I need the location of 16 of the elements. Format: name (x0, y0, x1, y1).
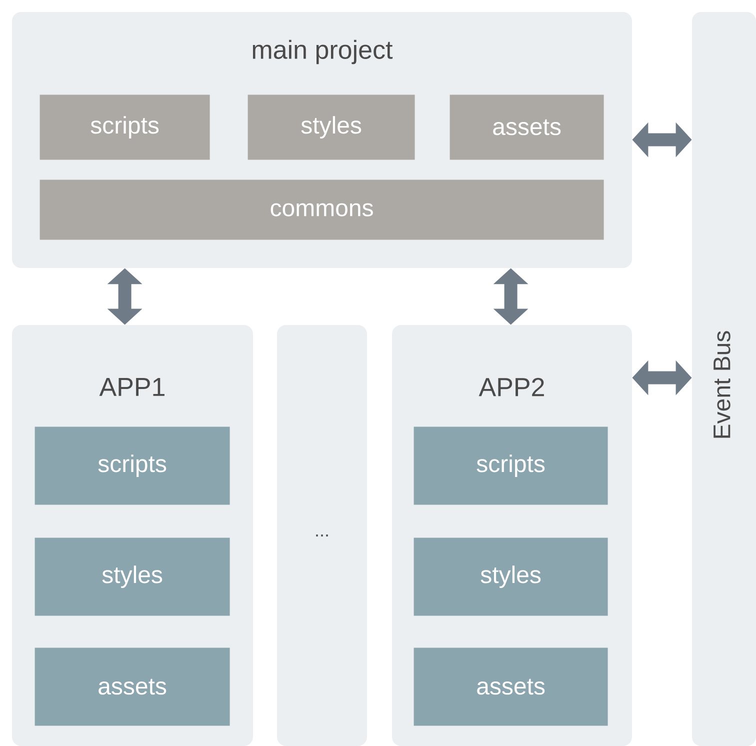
label-box: scripts (414, 426, 608, 505)
label-box: scripts (40, 94, 210, 160)
label-box: commons (40, 180, 604, 240)
label-box: assets (450, 94, 604, 160)
panel: ... (277, 324, 367, 746)
panel-title: main project (252, 40, 393, 64)
panel-title: APP1 (99, 378, 164, 396)
label-box: assets (34, 648, 230, 726)
bus-panel (692, 12, 756, 746)
label-box: assets (414, 648, 608, 726)
panel-title: APP2 (478, 378, 544, 396)
label-box: styles (248, 94, 415, 160)
label-box: styles (414, 538, 608, 616)
label-box: styles (34, 538, 230, 616)
bus-label: Event Bus (714, 331, 730, 438)
label-box: scripts (34, 426, 230, 505)
